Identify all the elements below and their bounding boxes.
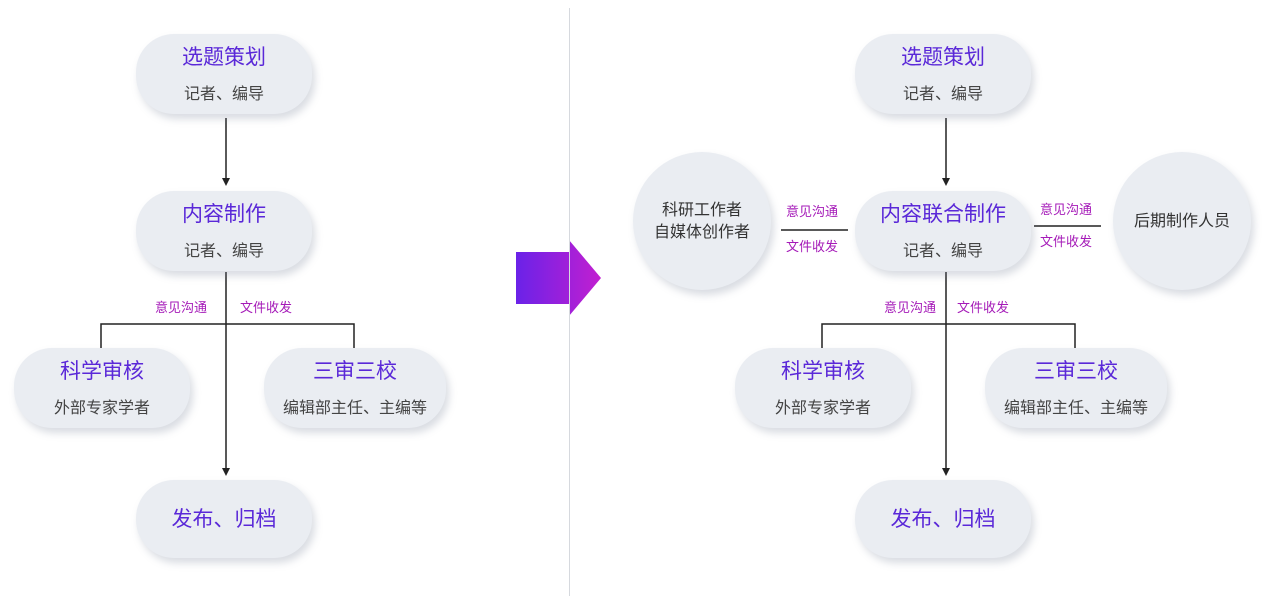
node-subtitle: 记者、编导 — [183, 84, 264, 103]
node-subtitle: 记者、编导 — [183, 241, 264, 260]
node-subtitle: 编辑部主任、主编等 — [1003, 398, 1148, 417]
right-arrow-icon — [516, 240, 601, 316]
divider — [569, 8, 570, 596]
node-publish-left: 发布、归档 — [136, 480, 312, 558]
node-creators: 科研工作者 自媒体创作者 — [633, 152, 771, 290]
edge-label-comm-post: 意见沟通 — [1040, 203, 1093, 218]
edge-branch-left — [100, 323, 355, 350]
node-triple-right: 三审三校 编辑部主任、主编等 — [985, 348, 1167, 428]
edge-label-file-right: 文件收发 — [957, 301, 1010, 316]
creators-line-2: 自媒体创作者 — [653, 222, 750, 241]
node-title: 发布、归档 — [890, 507, 996, 531]
node-title: 内容联合制作 — [880, 202, 1006, 226]
node-review-right: 科学审核 外部专家学者 — [735, 348, 911, 428]
node-produce-right: 内容联合制作 记者、编导 — [855, 191, 1031, 271]
node-post-production: 后期制作人员 — [1113, 152, 1251, 290]
edge-label-file-creators: 文件收发 — [786, 240, 839, 255]
edge-branch-right — [821, 323, 1076, 350]
node-title: 选题策划 — [901, 45, 985, 69]
node-subtitle: 编辑部主任、主编等 — [282, 398, 427, 417]
node-triple-left: 三审三校 编辑部主任、主编等 — [264, 348, 446, 428]
node-title: 三审三校 — [1034, 359, 1118, 383]
edge-label-file-post: 文件收发 — [1040, 235, 1093, 250]
creators-line-1: 科研工作者 — [661, 200, 742, 219]
node-subtitle: 外部专家学者 — [774, 398, 871, 417]
node-title: 内容制作 — [182, 202, 266, 226]
post-production-label: 后期制作人员 — [1133, 211, 1230, 230]
node-title: 发布、归档 — [171, 507, 277, 531]
node-subtitle: 记者、编导 — [902, 241, 983, 260]
node-title: 科学审核 — [781, 359, 865, 383]
node-publish-right: 发布、归档 — [855, 480, 1031, 558]
node-subtitle: 外部专家学者 — [53, 398, 150, 417]
edge-label-file-left: 文件收发 — [240, 301, 293, 316]
node-title: 选题策划 — [182, 45, 266, 69]
node-review-left: 科学审核 外部专家学者 — [14, 348, 190, 428]
node-plan-left: 选题策划 记者、编导 — [136, 34, 312, 114]
node-subtitle: 记者、编导 — [902, 84, 983, 103]
node-title: 科学审核 — [60, 359, 144, 383]
edge-label-comm-left: 意见沟通 — [155, 301, 208, 316]
edge-label-comm-creators: 意见沟通 — [786, 205, 839, 220]
node-title: 三审三校 — [313, 359, 397, 383]
edge-label-comm-right: 意见沟通 — [884, 301, 937, 316]
node-plan-right: 选题策划 记者、编导 — [855, 34, 1031, 114]
node-produce-left: 内容制作 记者、编导 — [136, 191, 312, 271]
